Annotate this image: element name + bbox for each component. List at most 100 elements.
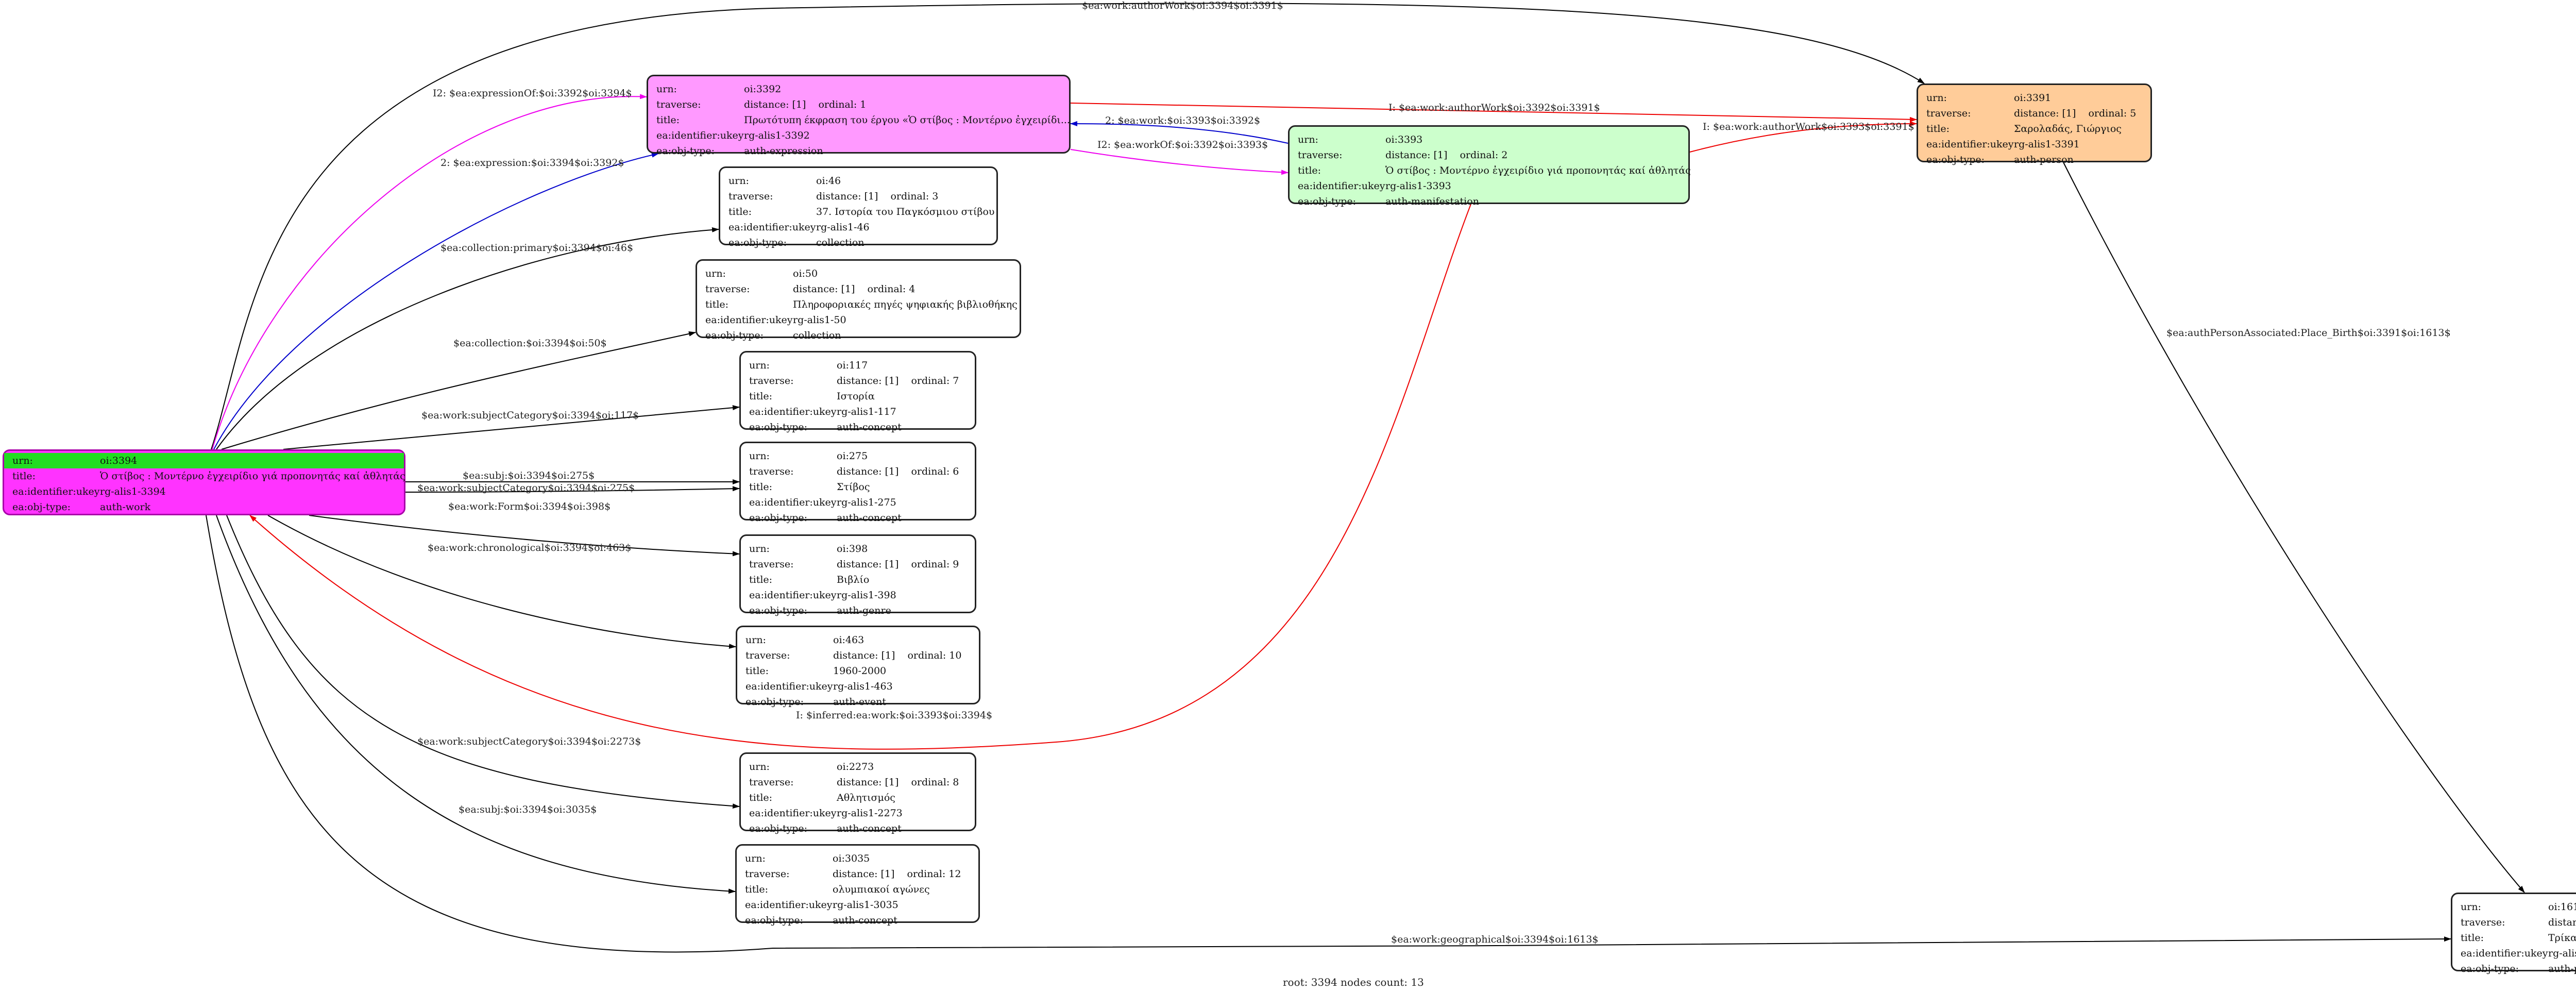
field-label-ukey: ea:identifier:ukey — [728, 222, 816, 233]
edge-3394-3392 — [212, 94, 647, 450]
node-row-traverse: traverse:distance: [1]ordinal: 6 — [749, 464, 967, 479]
node-row-traverse: traverse:distance: [1]ordinal: 10 — [745, 648, 971, 663]
field-value-distance: distance: [1] — [2014, 108, 2076, 119]
field-label-type: ea:obj-type: — [749, 422, 808, 433]
node-1613[interactable]: urn:oi:1613traverse:distance: [1]ordinal… — [2451, 893, 2576, 974]
node-row-title: title:Αθλητισμός — [749, 790, 967, 805]
field-value-ordinal: ordinal: 6 — [911, 466, 959, 477]
field-value-ordinal: ordinal: 3 — [890, 191, 939, 202]
field-label-traverse: traverse: — [2461, 917, 2505, 928]
field-value-urn: oi:3391 — [2014, 92, 2052, 104]
field-label-type: ea:obj-type: — [749, 823, 808, 834]
node-row-type: ea:obj-type: auth-person — [1926, 152, 2142, 167]
field-value-title: Ὁ στίβος : Μοντέρνο ἐγχειρίδιο γιά προπο… — [1385, 165, 1691, 176]
node-row-title: title:1960-2000 — [745, 663, 971, 679]
field-label-title: title: — [2461, 932, 2484, 944]
field-value-urn: oi:3394 — [100, 455, 138, 466]
edge-label-3394-2273: $ea:work:subjectCategory$oi:3394$oi:2273… — [417, 736, 641, 747]
node-row-urn: urn:oi:46 — [728, 173, 988, 189]
field-label-urn: urn: — [749, 450, 770, 462]
node-row-urn: urn:oi:3035 — [745, 851, 970, 866]
field-label-urn: urn: — [728, 175, 749, 187]
field-label-urn: urn: — [2461, 901, 2481, 913]
field-label-traverse: traverse: — [728, 191, 773, 202]
edge-label-3394-275: $ea:work:subjectCategory$oi:3394$oi:275$ — [417, 482, 635, 494]
edge-label-3394-3392: I2: $ea:expressionOf:$oi:3392$oi:3394$ — [433, 88, 632, 99]
edge-3394-3392 — [213, 152, 659, 450]
edge-label-3393-3391: I: $ea:work:authorWork$oi:3393$oi:3391$ — [1703, 121, 1914, 132]
field-value-urn: oi:3035 — [833, 853, 870, 864]
field-label-type: ea:obj-type: — [705, 330, 764, 341]
field-value-type: auth-event — [833, 696, 886, 708]
field-label-ukey: ea:identifier:ukey — [1298, 180, 1385, 192]
field-value-urn: oi:50 — [793, 268, 818, 279]
node-row-title: title:Ιστορία — [749, 389, 967, 404]
field-label-ukey: ea:identifier:ukey — [745, 681, 833, 692]
field-value-ukey: rg-alis1-117 — [837, 406, 896, 417]
field-label-ukey: ea:identifier:ukey — [2461, 948, 2548, 959]
field-value-type: collection — [793, 330, 841, 341]
field-label-urn: urn: — [745, 634, 766, 646]
node-row-title: title: Τρίκαλα — [2461, 930, 2576, 946]
field-value-distance: distance: [1] — [1385, 149, 1448, 161]
field-value-ukey: rg-alis1-463 — [833, 681, 893, 692]
node-row-traverse: traverse:distance: [1]ordinal: 11 — [2461, 915, 2576, 930]
field-value-type: auth-concept — [837, 823, 902, 834]
field-label-type: ea:obj-type: — [749, 605, 808, 616]
field-label-title: title: — [1298, 165, 1321, 176]
field-label-traverse: traverse: — [749, 375, 794, 386]
field-value-ukey: rg-alis1-3394 — [100, 486, 166, 497]
edge-3394-117 — [283, 405, 740, 450]
field-value-type: collection — [816, 237, 865, 248]
field-value-ukey: rg-alis1-1613 — [2548, 948, 2576, 959]
field-value-title: Πρωτότυπη έκφραση του έργου «Ὁ στίβος : … — [744, 114, 1070, 126]
node-row-urn: urn:oi:398 — [749, 541, 967, 557]
node-row-title: title:37. Ιστορία του Παγκόσμιου στίβου — [728, 204, 994, 220]
field-label-ukey: ea:identifier:ukey — [749, 497, 837, 508]
field-label-urn: urn: — [1298, 134, 1318, 145]
field-label-type: ea:obj-type: — [12, 501, 71, 513]
edge-3394-3391 — [211, 3, 1925, 450]
field-value-ukey: rg-alis1-3391 — [2014, 139, 2080, 150]
field-label-type: ea:obj-type: — [1926, 154, 1985, 165]
edge-3393-3392 — [1070, 121, 1289, 144]
node-row-type: ea:obj-type:auth-genre — [749, 603, 967, 618]
node-row-traverse: traverse:distance: [1]ordinal: 2 — [1298, 147, 1680, 163]
field-label-traverse: traverse: — [749, 559, 794, 570]
edge-label-3392-3391: I: $ea:work:authorWork$oi:3392$oi:3391$ — [1388, 102, 1600, 113]
field-label-type: ea:obj-type: — [656, 145, 715, 157]
field-value-title: 37. Ιστορία του Παγκόσμιου στίβου — [816, 206, 995, 217]
field-label-title: title: — [749, 574, 773, 585]
edge-3394-398 — [309, 515, 740, 557]
node-row-title: title:Βιβλίο — [749, 572, 967, 587]
field-label-urn: urn: — [656, 83, 677, 95]
node-row-type: ea:obj-type:auth-place — [2461, 961, 2576, 977]
field-label-traverse: traverse: — [705, 283, 750, 295]
field-label-title: title: — [749, 391, 773, 402]
field-value-title: Τρίκαλα — [2548, 932, 2576, 944]
field-value-distance: distance: [1] — [837, 559, 899, 570]
edge-label-3394-3392: 2: $ea:expression:$oi:3394$oi:3392$ — [440, 157, 624, 169]
node-row-urn: urn:oi:3394 — [4, 453, 404, 468]
node-row-urn: urn:oi:463 — [745, 632, 971, 648]
field-value-distance: distance: [1] — [837, 375, 899, 386]
field-value-ukey: rg-alis1-46 — [816, 222, 870, 233]
field-value-type: auth-concept — [837, 422, 902, 433]
field-value-type: auth-person — [2014, 154, 2074, 165]
field-value-distance: distance: [1] — [744, 99, 806, 110]
